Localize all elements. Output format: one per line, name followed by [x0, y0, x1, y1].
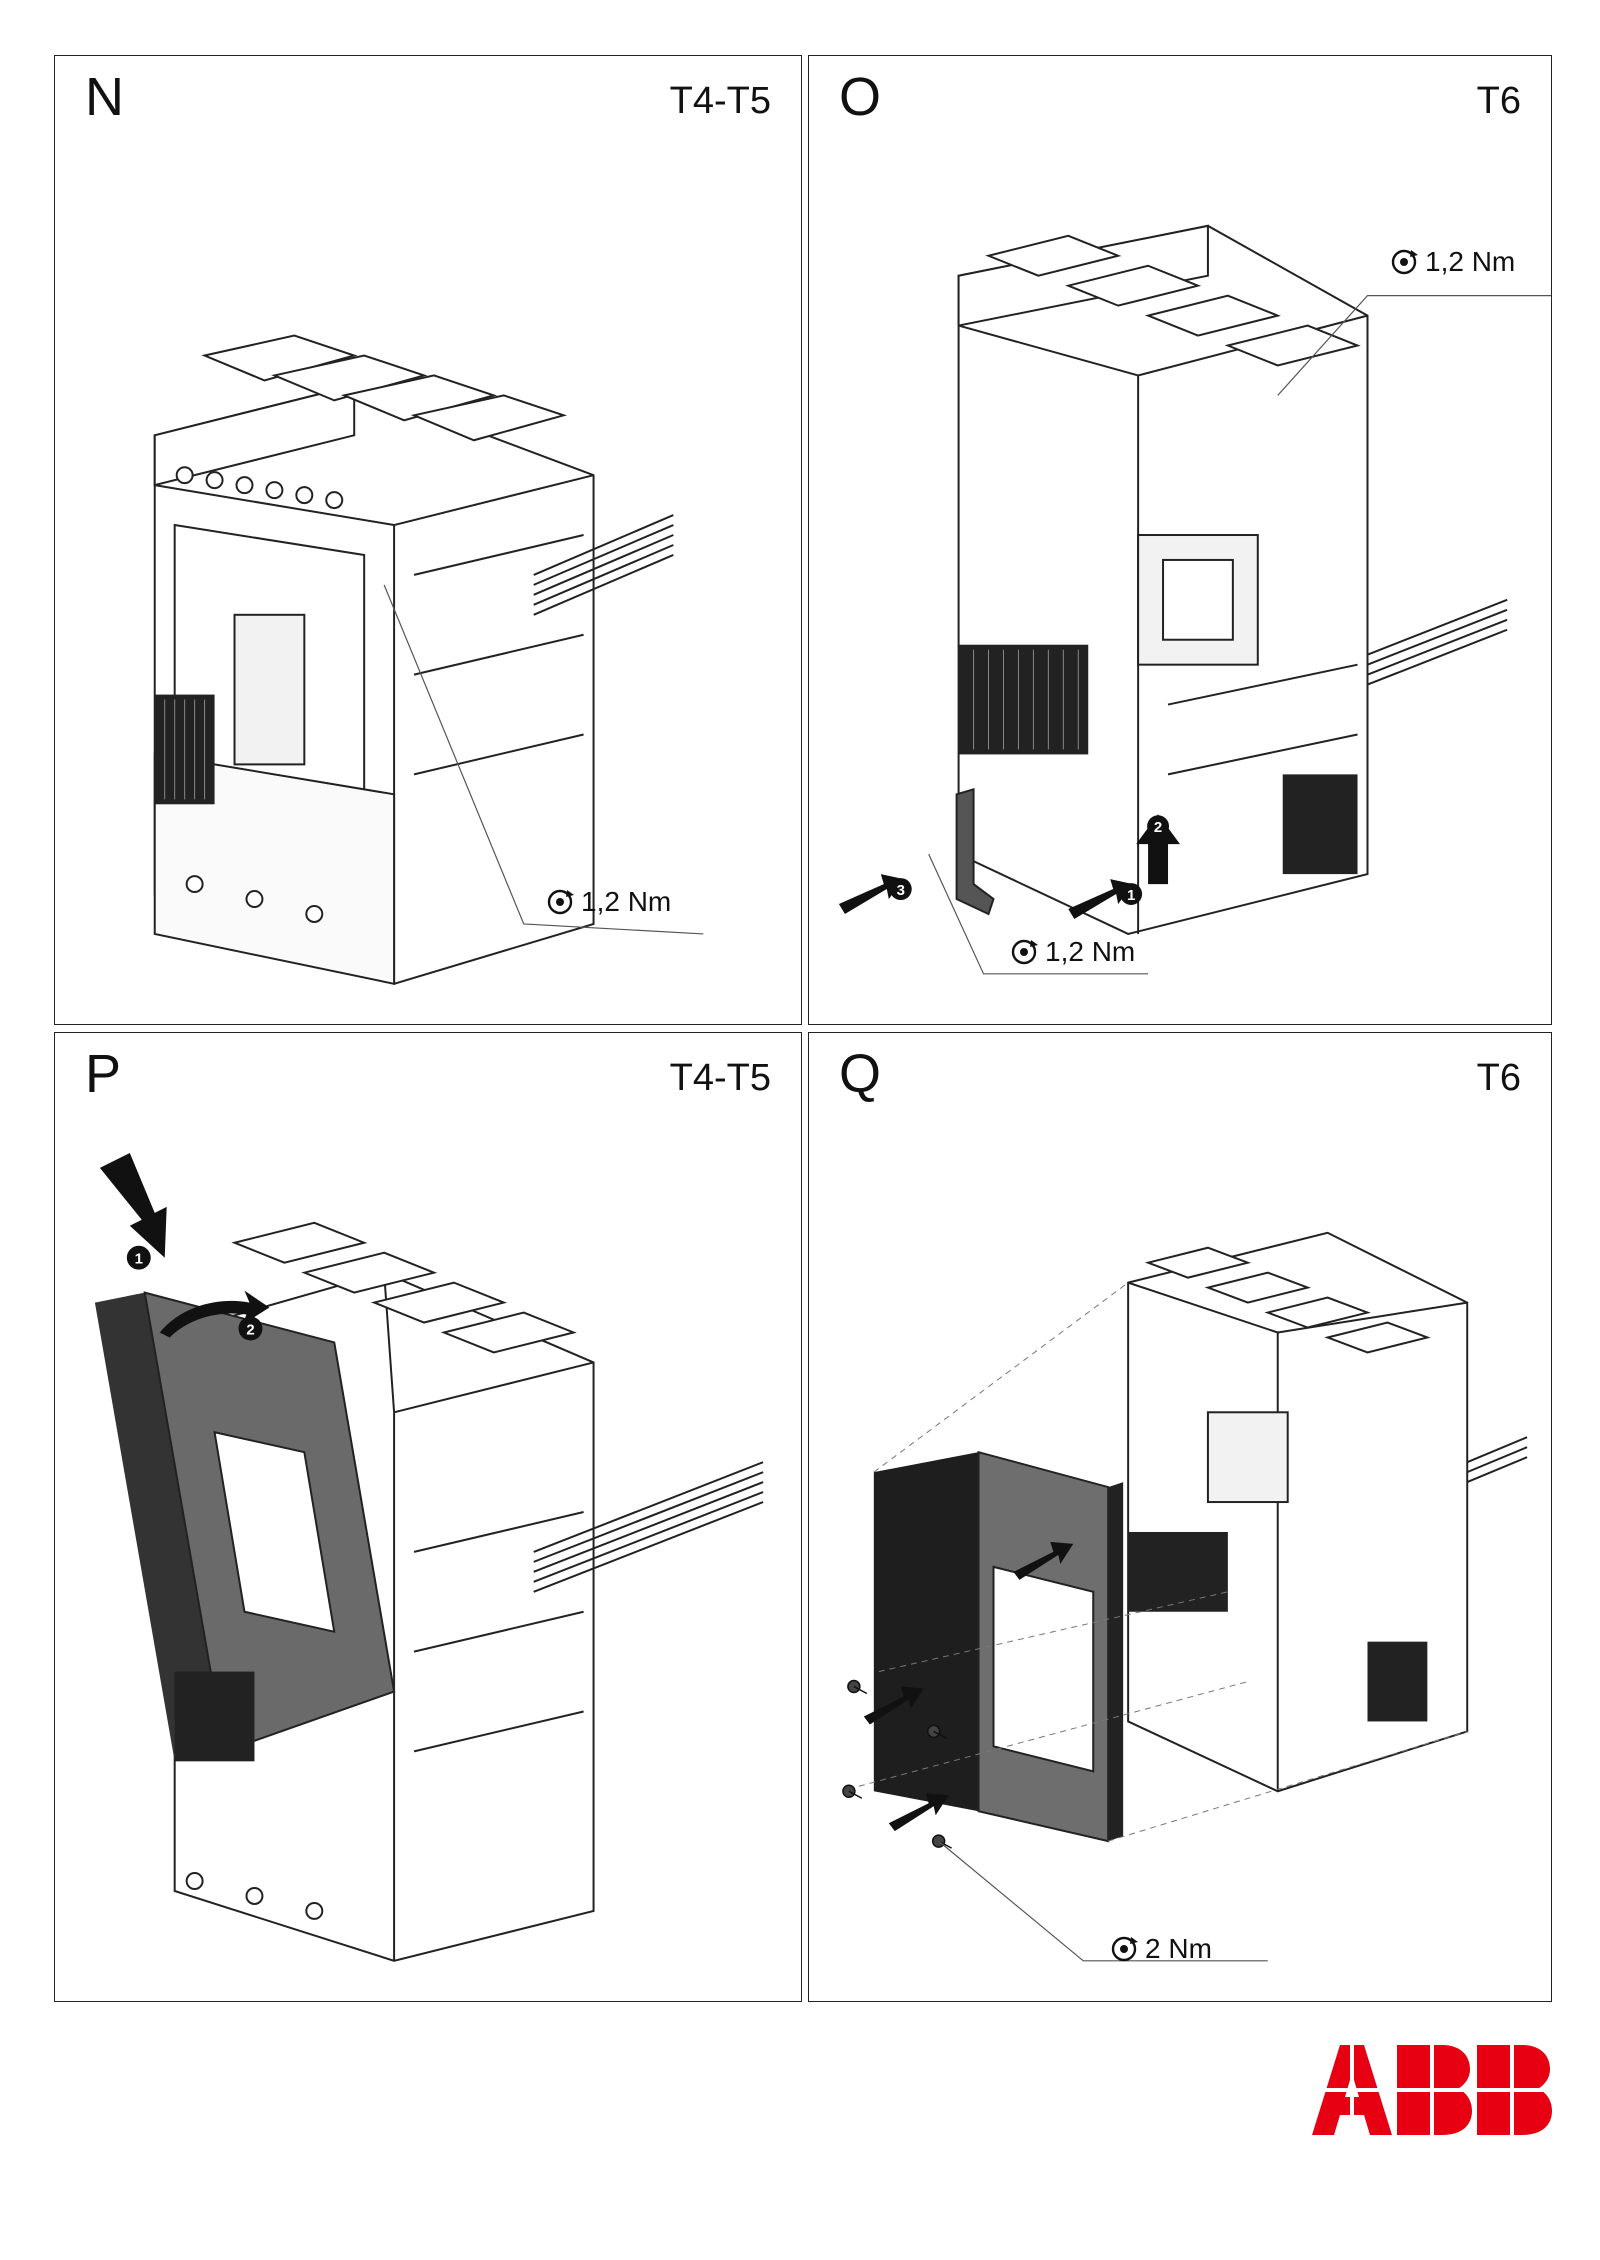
model-label: T6 [1476, 1057, 1521, 1099]
step-marker-1: 1 [1127, 887, 1135, 904]
step-letter: O [839, 67, 882, 127]
model-label: T4-T5 [669, 1057, 771, 1099]
step-marker-3: 3 [897, 882, 905, 899]
torque-callout-top: 1,2 Nm [1389, 246, 1515, 278]
torque-value: 2 Nm [1145, 1933, 1212, 1964]
step-marker-2: 2 [1154, 819, 1162, 836]
torque-value: 1,2 Nm [1425, 246, 1516, 277]
breaker-t6-illustration: 3 1 2 [838, 224, 1551, 975]
torque-callout: 1,2 Nm [545, 886, 671, 918]
breaker-t4-t5-illustration [153, 334, 704, 986]
cover-fitting-illustration: 1 2 [94, 1152, 764, 1962]
step-letter: N [85, 67, 124, 127]
front-plate-fitting-illustration [842, 1231, 1528, 1962]
step-marker-2: 2 [246, 1321, 254, 1338]
panel-o: O T6 [808, 55, 1552, 1025]
torque-callout: 2 Nm [1109, 1933, 1212, 1965]
torque-wrench-icon [547, 889, 574, 915]
abb-logo [1312, 2045, 1552, 2135]
panel-n: N T4-T5 [54, 55, 802, 1025]
torque-wrench-icon [1391, 249, 1418, 275]
torque-wrench-icon [1111, 1936, 1138, 1962]
step-marker-1: 1 [135, 1251, 143, 1268]
model-label: T6 [1476, 80, 1521, 122]
torque-wrench-icon [1011, 939, 1038, 965]
step-letter: P [85, 1044, 122, 1104]
panel-q: Q T6 [808, 1032, 1552, 2002]
step-letter: Q [839, 1044, 882, 1104]
torque-value: 1,2 Nm [581, 886, 672, 917]
model-label: T4-T5 [669, 80, 771, 122]
torque-value: 1,2 Nm [1045, 936, 1136, 967]
panel-p: P T4-T5 1 [54, 1032, 802, 2002]
torque-callout-bottom: 1,2 Nm [1009, 936, 1135, 968]
